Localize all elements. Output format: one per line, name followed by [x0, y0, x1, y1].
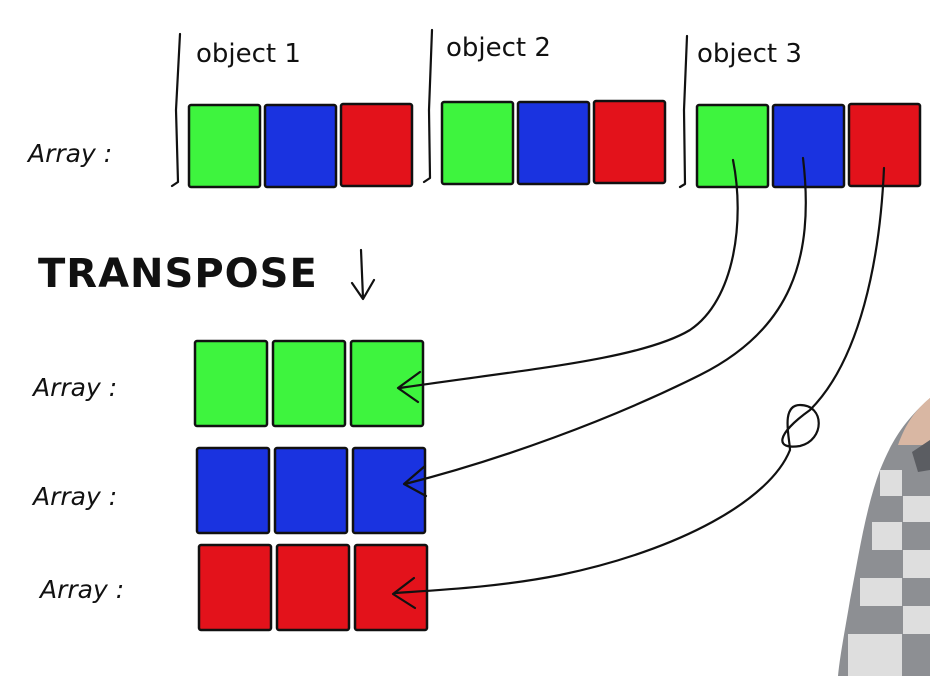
transpose-heading: TRANSPOSE — [38, 251, 318, 297]
row-3-cell-red — [275, 543, 351, 632]
object-3-label: object 3 — [697, 39, 802, 69]
top-cell-red — [592, 99, 667, 185]
object-1-bracket — [170, 32, 182, 188]
row-1-array-label: Array : — [31, 373, 117, 402]
green-mapping-arrow — [398, 158, 739, 390]
down-arrow-icon — [350, 248, 376, 301]
red-arrowhead — [391, 576, 417, 610]
row-2-cell-blue — [351, 446, 427, 535]
top-cell-red — [847, 102, 922, 188]
transposed-array-cells — [193, 339, 429, 632]
top-array-label: Array : — [26, 139, 112, 168]
top-cell-green — [187, 103, 262, 189]
top-cell-blue — [516, 100, 591, 186]
row-1-cell-green — [193, 339, 269, 428]
row-3-array-label: Array : — [38, 575, 124, 604]
row-3-cell-red — [197, 543, 273, 632]
top-array-cells — [187, 99, 922, 189]
row-2-cell-blue — [195, 446, 271, 535]
blue-arrowhead — [402, 464, 428, 498]
row-1-cell-green — [349, 339, 425, 428]
top-cell-blue — [771, 103, 846, 189]
blue-mapping-arrow — [403, 156, 807, 486]
top-cell-green — [440, 100, 515, 186]
person-photo-icon — [838, 398, 930, 676]
row-2-cell-blue — [273, 446, 349, 535]
red-mapping-arrow — [393, 166, 886, 595]
top-cell-blue — [263, 103, 338, 189]
green-arrowhead — [396, 370, 422, 404]
row-3-cell-red — [353, 543, 429, 632]
object-2-bracket — [422, 28, 434, 184]
row-1-cell-green — [271, 339, 347, 428]
object-3-bracket — [678, 34, 689, 189]
top-cell-red — [339, 102, 414, 188]
top-cell-green — [695, 103, 770, 189]
row-2-array-label: Array : — [31, 482, 117, 511]
object-1-label: object 1 — [196, 39, 301, 69]
object-2-label: object 2 — [446, 33, 551, 63]
